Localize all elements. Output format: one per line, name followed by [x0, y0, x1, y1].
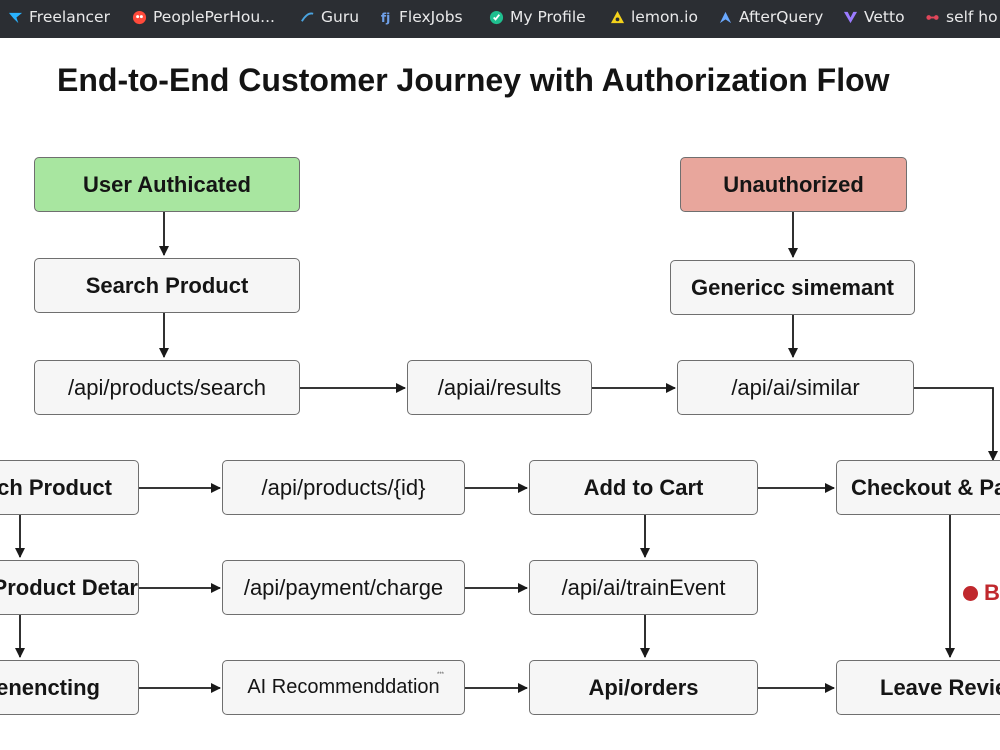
- bookmark-label: PeoplePerHou...: [153, 8, 275, 26]
- bookmark-label: Guru: [321, 8, 360, 26]
- peopleperhour-icon: [132, 10, 147, 24]
- status-marker: B: [963, 580, 1000, 606]
- flexjobs-icon: fj: [381, 11, 390, 25]
- bookmark-label: Vetto: [864, 8, 905, 26]
- bookmark-guru[interactable]: Guru: [300, 6, 359, 28]
- node-product-left: ch Product: [0, 460, 139, 515]
- bookmark-label: self ho: [946, 8, 998, 26]
- node-checkout: Checkout & Pa: [836, 460, 1000, 515]
- svg-text:fj: fj: [381, 11, 390, 25]
- node-generic-simemant: Genericc simemant: [670, 260, 915, 315]
- afterquery-icon: [719, 11, 732, 23]
- node-api-orders: Api/orders: [529, 660, 758, 715]
- small-mark: ***: [437, 672, 445, 678]
- node-unauthorized: Unauthorized: [680, 157, 907, 212]
- bookmark-peopleperhour[interactable]: PeoplePerHou...: [132, 6, 275, 28]
- node-product-detail: Product Detar: [0, 560, 139, 615]
- red-dot-icon: [963, 585, 978, 601]
- bookmark-lemon[interactable]: lemon.io: [610, 6, 698, 28]
- node-add-to-cart: Add to Cart: [529, 460, 758, 515]
- bookmark-label: Freelancer: [29, 8, 110, 26]
- bookmark-my-profile[interactable]: My Profile: [489, 6, 586, 28]
- diagram-title: End-to-End Customer Journey with Authori…: [57, 62, 890, 98]
- status-marker-label: B: [984, 580, 1000, 605]
- selfhost-icon: [926, 14, 939, 20]
- bookmark-vetto[interactable]: Vetto: [843, 6, 905, 28]
- guru-icon: [301, 12, 314, 22]
- lemon-icon: [610, 10, 625, 23]
- node-api-payment-charge: /api/payment/charge: [222, 560, 465, 615]
- node-enencting: enencting: [0, 660, 139, 715]
- node-api-ai-train-event: /api/ai/trainEvent: [529, 560, 758, 615]
- node-api-products-search: /api/products/search: [34, 360, 300, 415]
- profile-icon: [489, 10, 504, 24]
- arrow-similar-to-checkout: [914, 387, 998, 461]
- node-leave-review: Leave Revie: [836, 660, 1000, 715]
- vetto-icon: [843, 11, 858, 23]
- freelancer-bird-icon: [8, 12, 23, 23]
- node-api-products-id: /api/products/{id}: [222, 460, 465, 515]
- node-api-ai-results: /apiai/results: [407, 360, 592, 415]
- node-user-authenticated: User Authicated: [34, 157, 300, 212]
- bookmark-label: My Profile: [510, 8, 586, 26]
- bookmark-freelancer[interactable]: Freelancer: [8, 6, 110, 28]
- bookmark-flexjobs[interactable]: fj FlexJobs: [378, 6, 463, 28]
- bookmark-label: FlexJobs: [399, 8, 463, 26]
- bookmark-self-host[interactable]: self ho: [925, 6, 998, 28]
- node-api-ai-similar: /api/ai/similar: [677, 360, 914, 415]
- bookmark-afterquery[interactable]: AfterQuery: [718, 6, 823, 28]
- node-search-product: Search Product: [34, 258, 300, 313]
- bookmarks-bar: Freelancer PeoplePerHou... Guru fj FlexJ…: [0, 0, 1000, 38]
- bookmark-label: lemon.io: [631, 8, 698, 26]
- node-ai-recommendation: AI Recommenddation: [222, 660, 465, 715]
- bookmark-label: AfterQuery: [739, 8, 824, 26]
